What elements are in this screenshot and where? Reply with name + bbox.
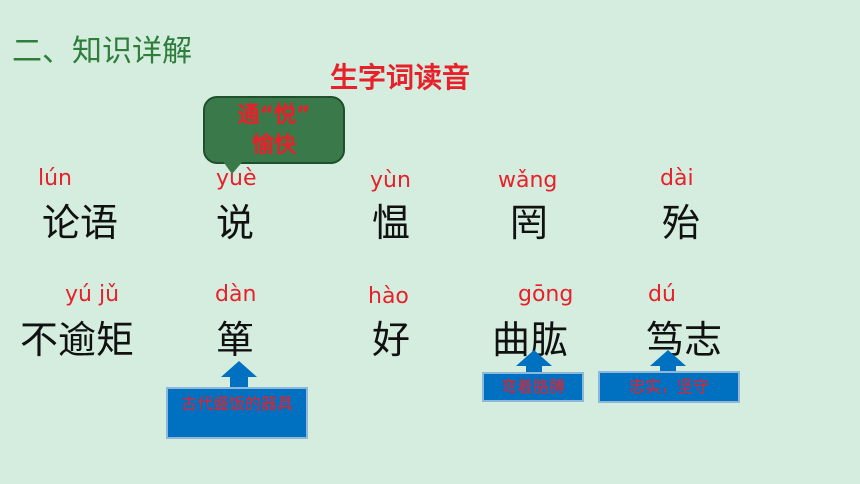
pinyin-dai: dài <box>660 166 694 191</box>
word-dan: 箪 <box>216 318 255 362</box>
pinyin-lun: lún <box>38 166 72 191</box>
pinyin-hao: hào <box>368 284 409 309</box>
note-gong: 弯着胳膊 <box>482 372 584 402</box>
arrow-stem <box>526 365 542 373</box>
word-buyuju: 不逾矩 <box>20 318 135 362</box>
arrow-stem <box>230 376 248 388</box>
page-subtitle: 生字词读音 <box>330 61 471 94</box>
word-wang: 罔 <box>510 201 549 245</box>
section-title: 二、知识详解 <box>12 34 192 69</box>
pinyin-yuju: yú jǔ <box>65 282 120 307</box>
callout-tail <box>222 160 244 174</box>
note-dan: 古代盛饭的器具 <box>166 387 308 439</box>
pinyin-yun: yùn <box>370 168 411 193</box>
pinyin-wang: wǎng <box>498 168 558 193</box>
pinyin-du: dú <box>648 282 676 307</box>
arrow-up-icon <box>516 350 552 366</box>
word-yun: 愠 <box>372 201 411 245</box>
pinyin-gong: gōng <box>518 282 574 307</box>
word-hao: 好 <box>372 318 411 362</box>
callout-line-1: 通“悦” <box>237 103 311 128</box>
arrow-stem <box>660 365 676 372</box>
word-lunyu: 论语 <box>42 201 119 245</box>
callout-line-2: 愉快 <box>251 133 296 158</box>
word-dai: 殆 <box>662 201 701 245</box>
note-du: 忠实，坚守 <box>598 371 740 403</box>
callout-bubble: 通“悦” 愉快 <box>203 96 345 164</box>
word-yue: 说 <box>216 201 255 245</box>
arrow-up-icon <box>650 350 686 366</box>
pinyin-yue: yuè <box>216 166 257 191</box>
arrow-up-icon <box>221 361 257 377</box>
pinyin-dan: dàn <box>215 282 257 307</box>
